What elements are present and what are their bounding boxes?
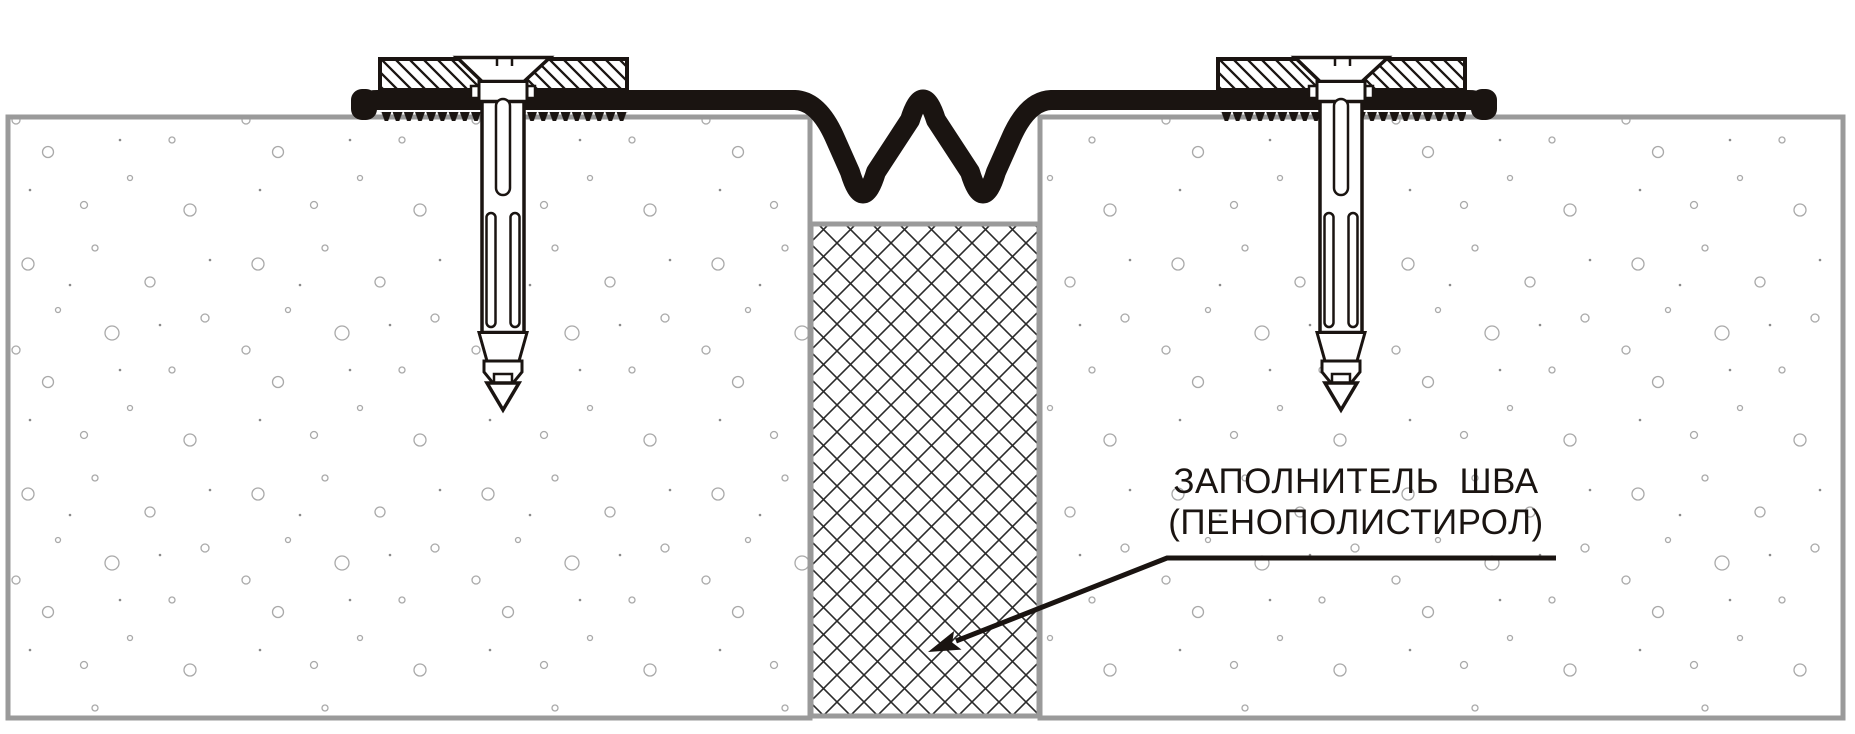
left-concrete-slab xyxy=(5,114,813,721)
expansion-profile-membrane xyxy=(353,89,1493,204)
callout-label-line2: (ПЕНОПОЛИСТИРОЛ) xyxy=(1168,503,1543,542)
callout-label-line1: ЗАПОЛНИТЕЛЬ ШВА xyxy=(1173,462,1538,501)
membrane-end-bead-right xyxy=(1471,89,1497,120)
callout-arrowhead-icon xyxy=(928,631,962,652)
joint-filler xyxy=(808,221,1042,719)
right-concrete-slab xyxy=(1037,114,1846,721)
membrane-end-bead-left xyxy=(351,89,377,120)
callout-leader-line xyxy=(955,555,1556,644)
